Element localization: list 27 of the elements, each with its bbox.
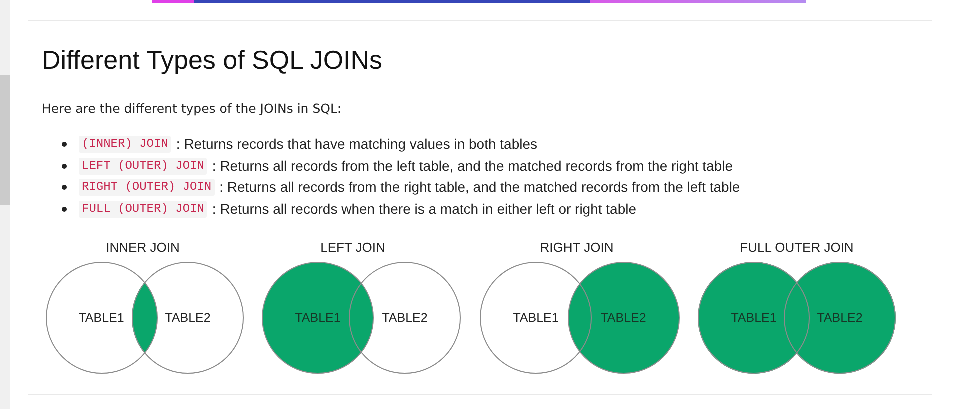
venn-circle xyxy=(349,262,461,374)
circle-label: TABLE2 xyxy=(600,310,646,326)
intro-text: Here are the different types of the JOINs in SQL: xyxy=(42,101,342,117)
venn-title: LEFT JOIN xyxy=(320,240,386,256)
list-item-text: : Returns all records from the left table, and the matched records from the right table xyxy=(212,158,734,174)
list-item-text: : Returns records that have matching values in both tables xyxy=(176,136,538,152)
inline-code: (INNER) JOIN xyxy=(79,136,172,152)
circle-label: TABLE1 xyxy=(513,310,559,326)
inline-code: LEFT (OUTER) JOIN xyxy=(79,158,208,174)
inline-code: RIGHT (OUTER) JOIN xyxy=(79,178,215,196)
inline-code: FULL (OUTER) JOIN xyxy=(79,200,208,218)
venn-circle xyxy=(784,262,896,374)
circle-label: TABLE2 xyxy=(817,310,863,326)
circle-label: TABLE1 xyxy=(295,310,341,326)
venn-title: RIGHT JOIN xyxy=(540,240,614,256)
venn-circle xyxy=(132,262,244,374)
list-item-text: : Returns all records when there is a match in either left or right table xyxy=(212,200,637,218)
circle-label: TABLE1 xyxy=(731,310,777,326)
page-heading: Different Types of SQL JOINs xyxy=(42,45,383,75)
venn-circle xyxy=(698,262,810,374)
venn-circle xyxy=(46,262,158,374)
circle-label: TABLE2 xyxy=(382,310,428,326)
list-item-text: : Returns all records from the right table, and the matched records from the left table xyxy=(220,178,740,196)
venn-title: FULL OUTER JOIN xyxy=(740,240,854,256)
circle-label: TABLE1 xyxy=(78,310,124,326)
venn-title: INNER JOIN xyxy=(106,240,180,256)
circle-label: TABLE2 xyxy=(165,310,211,326)
